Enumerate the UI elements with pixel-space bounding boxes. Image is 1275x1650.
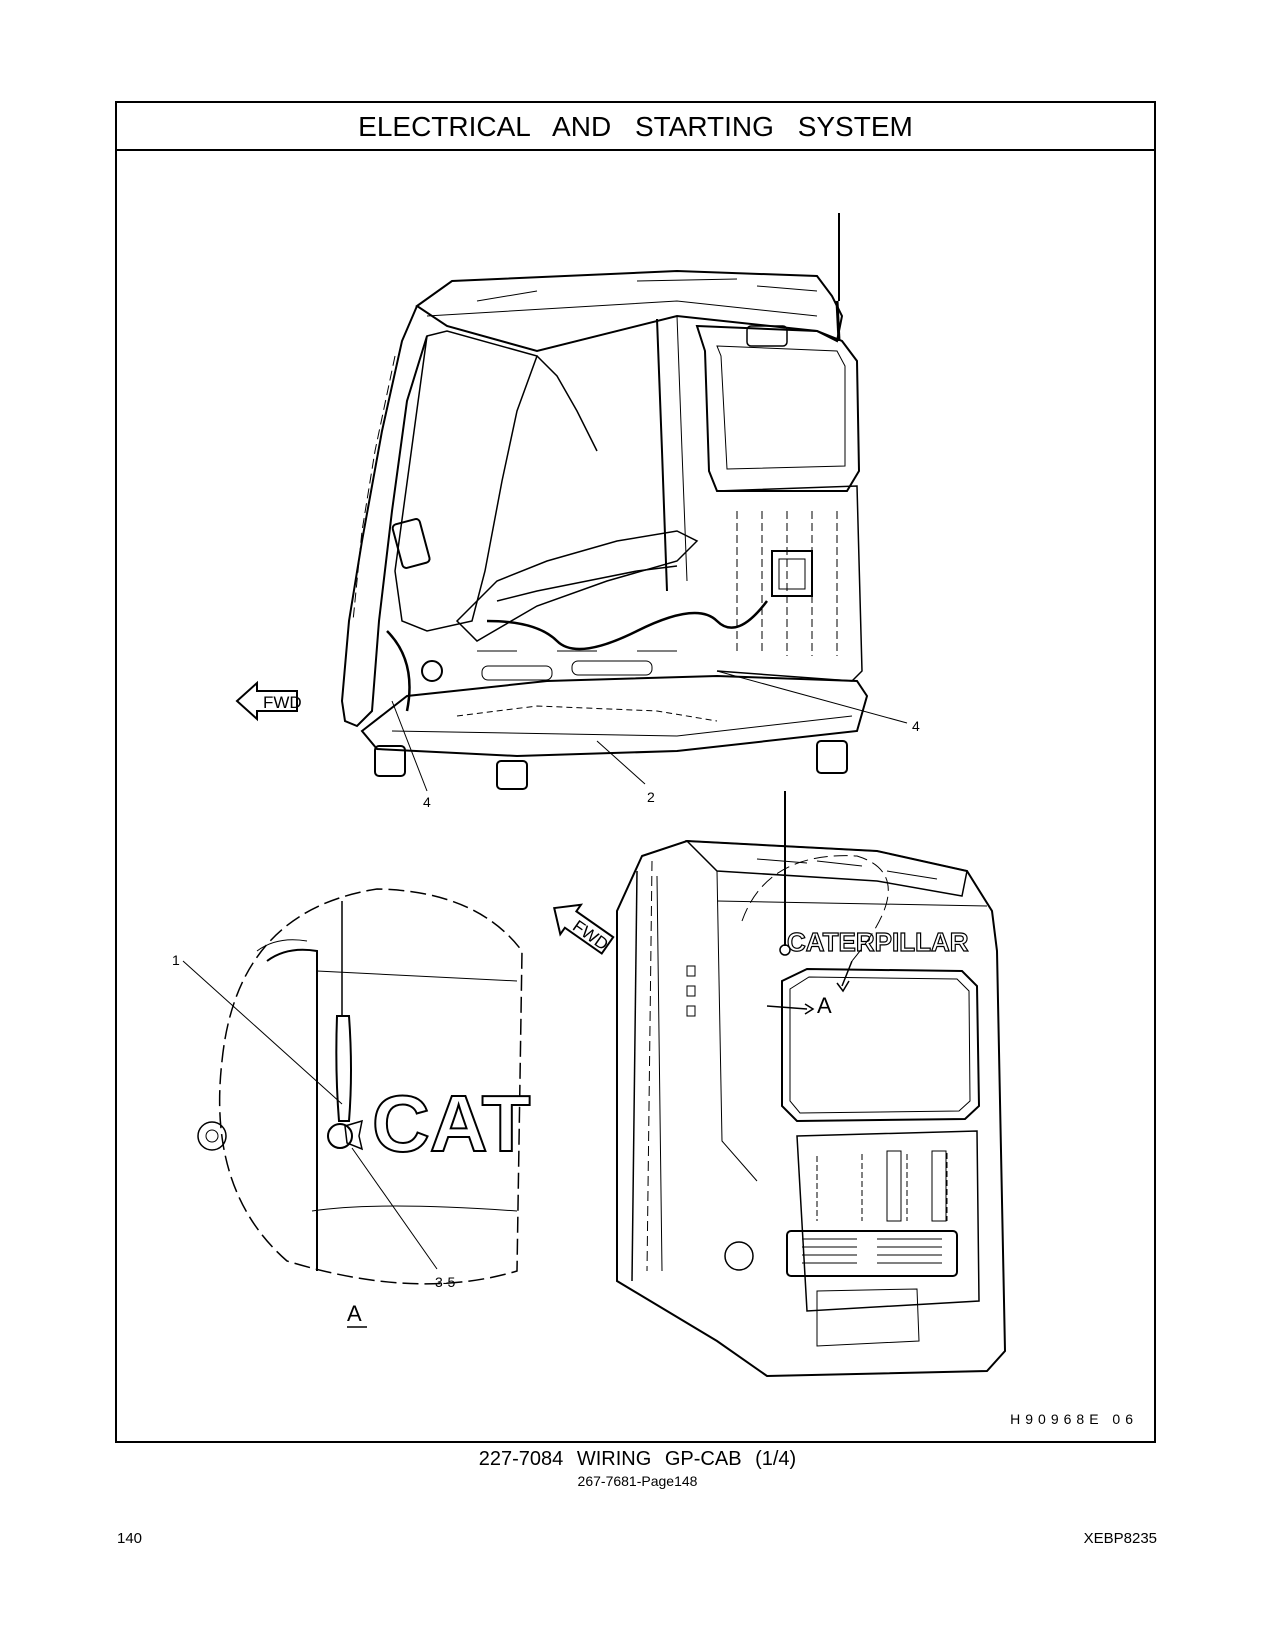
caption-sub: 267-7681-Page148 <box>577 1473 698 1489</box>
caption-main: 227-7084 WIRING GP-CAB (1/4) <box>478 1448 797 1470</box>
detail-view-a: CAT <box>197 888 532 1285</box>
fwd-arrow-lower: FWD <box>553 903 615 955</box>
lower-cab-drawing: CATERPILLAR <box>616 791 1007 1378</box>
callout-3-5: 3-5 <box>435 1274 455 1290</box>
figure-caption: 227-7084 WIRING GP-CAB (1/4) 267-7681-Pa… <box>0 1448 1275 1489</box>
reference-code: H90968E 06 <box>1010 1411 1138 1427</box>
view-tag-a: A <box>817 993 832 1018</box>
callout-leaders-detail <box>182 960 438 1270</box>
callout-4-left: 4 <box>423 794 431 810</box>
cat-logo-large: CAT <box>372 1079 531 1168</box>
fwd-arrow-upper: FWD <box>235 680 302 722</box>
page-number: 140 <box>117 1530 143 1547</box>
callout-1: 1 <box>172 952 180 968</box>
cab-wiring-illustration: FWD 4 2 4 CATERPILLAR <box>172 213 1007 1378</box>
fwd-label-upper: FWD <box>263 693 302 712</box>
callout-leaders-upper <box>391 670 908 792</box>
view-label-a: A <box>347 1301 362 1326</box>
callout-4-right: 4 <box>912 718 920 734</box>
drawing-frame: ELECTRICAL AND STARTING SYSTEM <box>115 101 1156 1443</box>
document-id: XEBP8235 <box>1083 1530 1157 1547</box>
upper-cab-drawing <box>340 213 869 790</box>
page-title: ELECTRICAL AND STARTING SYSTEM <box>117 103 1154 151</box>
callout-2: 2 <box>647 789 655 805</box>
caterpillar-logo-small: CATERPILLAR <box>787 927 969 957</box>
